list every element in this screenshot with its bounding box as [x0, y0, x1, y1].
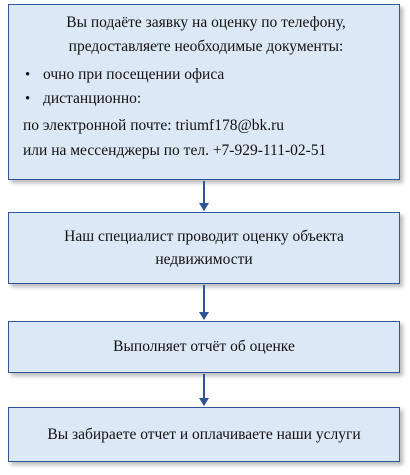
bullet-item-label: очно при посещении офиса [43, 66, 225, 83]
step-2-box: Наш специалист проводит оценку объекта н… [8, 212, 400, 284]
step-1-line-2: предоставляете необходимые документы: [68, 38, 344, 55]
bullet-item-remote: • дистанционно: [23, 87, 389, 111]
step-2-text: Наш специалист проводит оценку объекта н… [64, 228, 344, 268]
bullet-icon: • [25, 67, 31, 83]
step-4-box: Вы забираете отчет и оплачиваете наши ус… [8, 407, 400, 462]
step-1-bullet-list: • очно при посещении офиса • дистанционн… [23, 63, 389, 111]
flow-arrow-3 [199, 374, 208, 406]
step-4-text: Вы забираете отчет и оплачиваете наши ус… [47, 425, 361, 443]
step-3-text: Выполняет отчёт об оценке [113, 338, 295, 355]
bullet-item-office: • очно при посещении офиса [23, 63, 389, 87]
step-1-email-line: по электронной почте: triumf178@bk.ru [23, 117, 285, 134]
step-1-line-1: Вы подаёте заявку на оценку по телефону, [66, 14, 346, 31]
step-1-phone-line: или на мессенджеры по тел. +7-929-111-02… [23, 142, 327, 159]
bullet-item-label: дистанционно: [43, 90, 142, 107]
step-1-box: Вы подаёте заявку на оценку по телефону,… [8, 4, 400, 180]
flow-arrow-2 [199, 285, 208, 320]
bullet-icon: • [25, 91, 31, 107]
flow-arrow-1 [199, 181, 208, 211]
step-3-box: Выполняет отчёт об оценке [8, 321, 400, 373]
